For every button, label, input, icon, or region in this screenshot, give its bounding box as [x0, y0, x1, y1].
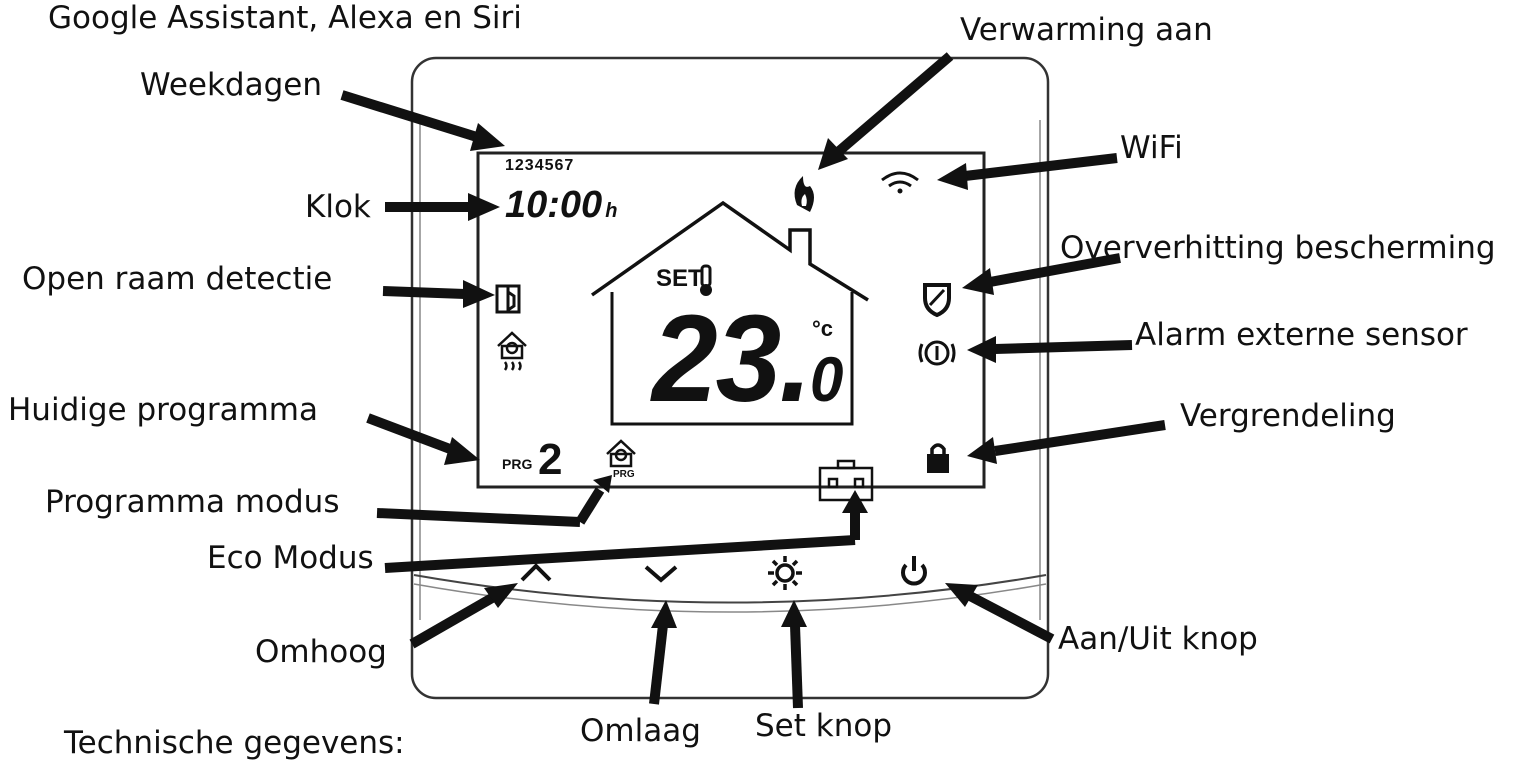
arrowhead-eco: [842, 490, 868, 513]
arrowhead-down: [651, 600, 677, 628]
arrow-power: [967, 591, 1055, 644]
lcd-prg-small: PRG: [613, 469, 635, 480]
callout-arrows: [340, 52, 1166, 709]
arrow-eco: [384, 535, 856, 573]
home-clock-heat-icon: [497, 331, 527, 371]
label-alarm: Alarm externe sensor: [1135, 317, 1468, 353]
arrow-weekdays: [340, 90, 482, 143]
label-power: Aan/Uit knop: [1058, 621, 1258, 657]
down-button-icon[interactable]: [644, 565, 678, 583]
lcd-clock-unit: h: [605, 200, 618, 222]
lcd-prg-number: 2: [538, 435, 563, 484]
power-button-icon[interactable]: [901, 556, 927, 586]
thermostat-body: [410, 56, 1050, 700]
arrowhead-program-current: [444, 437, 480, 465]
shield-icon: [923, 283, 951, 318]
open-window-icon: [495, 284, 521, 314]
label-clock: Klok: [305, 189, 371, 225]
arrowhead-clock: [468, 193, 500, 221]
label-down: Omlaag: [580, 713, 701, 749]
house-screen: [610, 292, 854, 426]
eco-mode-icon: [818, 459, 874, 502]
arrow-window: [382, 286, 466, 299]
arrow-lock: [994, 420, 1166, 456]
label-program-mode: Programma modus: [45, 484, 340, 520]
house-outline: [590, 200, 869, 302]
arrowhead-wifi: [937, 163, 968, 190]
lcd-temperature: 23.0: [652, 297, 843, 421]
lcd-prg-label: PRG: [502, 456, 533, 472]
up-button-icon[interactable]: [520, 563, 552, 582]
arrow-heating: [834, 52, 954, 156]
arrow-wifi: [964, 153, 1118, 181]
label-heating: Verwarming aan: [960, 12, 1213, 48]
lcd-temp-decimal: 0: [810, 344, 843, 415]
label-up: Omhoog: [255, 634, 387, 670]
label-window: Open raam detectie: [22, 261, 333, 297]
label-assistants: Google Assistant, Alexa en Siri: [48, 0, 522, 36]
wifi-icon: [881, 171, 919, 194]
label-lock: Vergrendeling: [1180, 398, 1396, 434]
label-tech: Technische gegevens:: [64, 725, 405, 761]
lcd-weekdays: 1234567: [505, 157, 575, 174]
label-set: Set knop: [755, 708, 893, 744]
arrowhead-set: [781, 600, 807, 627]
lcd-frame: [476, 151, 986, 489]
label-wifi: WiFi: [1120, 130, 1183, 166]
set-button-icon[interactable]: [768, 556, 802, 590]
lcd-set-label: SET: [656, 265, 703, 292]
arrowhead-heating: [818, 138, 848, 170]
arrowhead-power: [945, 583, 978, 607]
arrowhead-program-mode: [593, 475, 612, 493]
arrowhead-window: [463, 280, 495, 308]
arrow-up: [409, 593, 495, 649]
label-weekdays: Weekdagen: [140, 67, 323, 103]
label-overheat: Oververhitting bescherming: [1060, 230, 1496, 266]
arrowhead-lock: [967, 437, 997, 464]
arrow-program-current: [366, 413, 452, 454]
lcd-temp-main: 23.: [652, 289, 812, 429]
arrowhead-weekdays: [470, 123, 505, 151]
thermometer-icon: [700, 264, 712, 296]
arrow-set: [790, 624, 803, 709]
flame-icon: [794, 176, 814, 212]
sensor-alarm-icon: [918, 340, 956, 366]
arrowhead-up: [484, 583, 518, 608]
arrow-program-mode: [376, 508, 581, 527]
arrow-alarm: [994, 340, 1133, 354]
arrowhead-overheat: [962, 268, 994, 295]
lcd-temp-unit: °c: [812, 316, 834, 341]
program-mode-icon: [606, 439, 636, 468]
label-program-current: Huidige programma: [8, 392, 318, 428]
lcd-clock-time: 10:00: [505, 184, 603, 226]
arrow-down: [649, 624, 668, 705]
label-eco: Eco Modus: [207, 540, 374, 576]
arrow-overheat: [989, 253, 1121, 287]
lock-icon: [927, 443, 949, 473]
arrowhead-alarm: [967, 336, 996, 363]
